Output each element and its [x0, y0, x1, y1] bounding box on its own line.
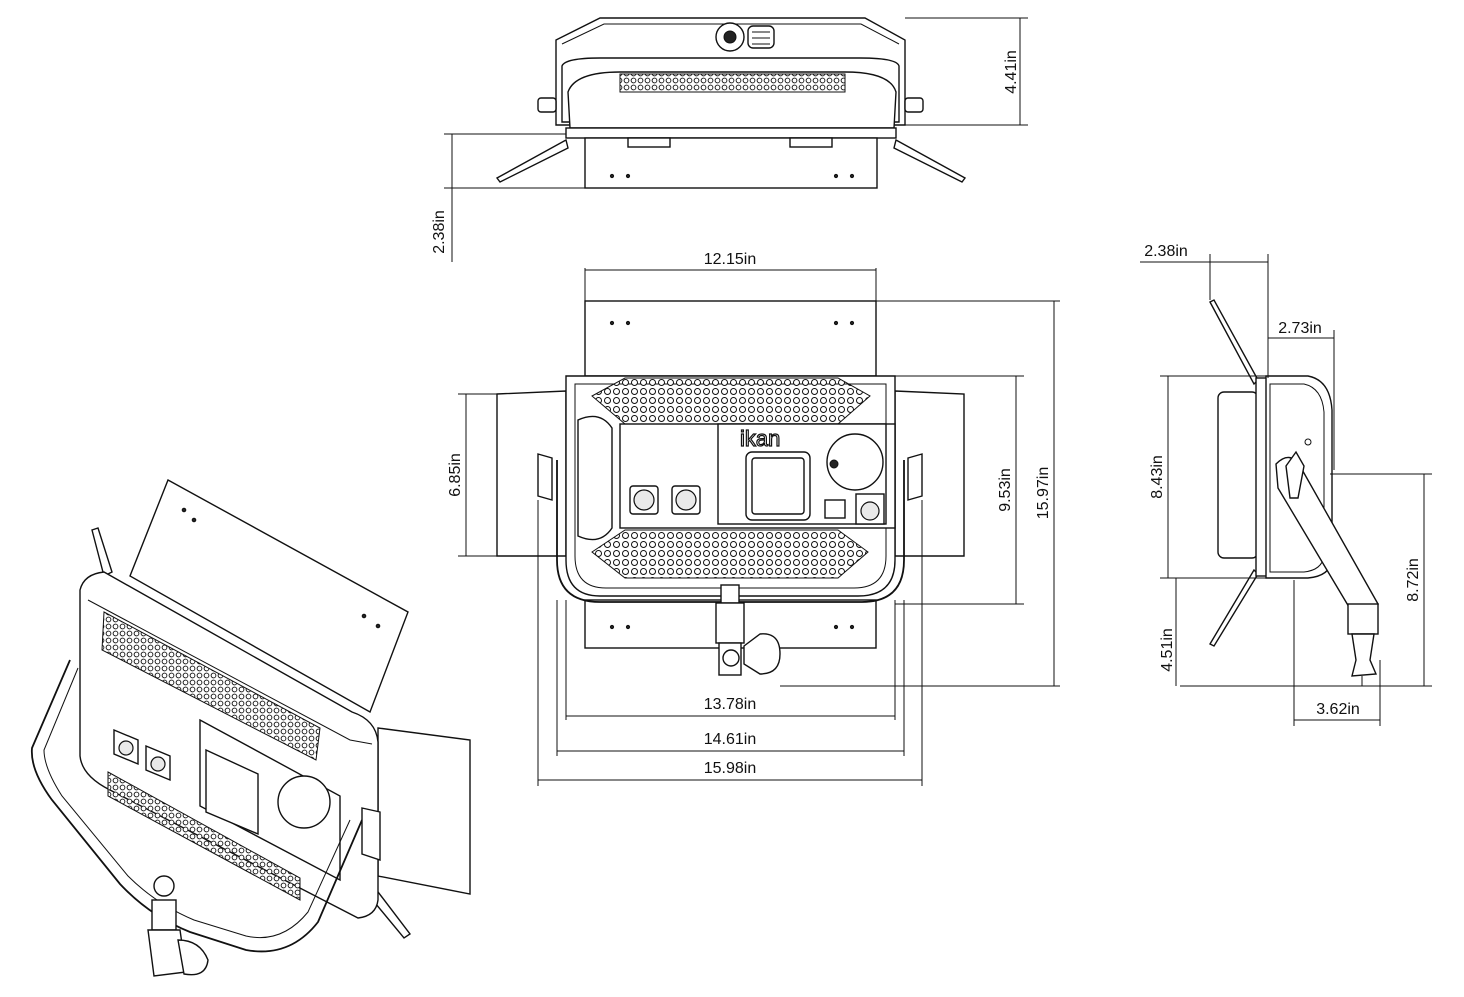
side-view — [1140, 254, 1432, 726]
dim-side-yoke-height: 8.72in — [1405, 558, 1422, 602]
top-view — [444, 17, 1028, 262]
isometric-view — [30, 479, 471, 977]
dim-side-mount-height: 4.51in — [1159, 628, 1176, 672]
dim-front-body-height: 9.53in — [997, 468, 1014, 512]
dim-side-body-height: 8.43in — [1149, 455, 1166, 499]
dim-front-top-door-width: 12.15in — [704, 251, 757, 268]
dim-top-barndoor-depth: 2.38in — [431, 210, 448, 254]
dim-front-total-width: 15.98in — [704, 760, 757, 777]
dim-side-door-depth: 2.38in — [1144, 243, 1188, 260]
brand-logo: ikan — [740, 426, 780, 451]
dim-front-yoke-width: 14.61in — [704, 731, 757, 748]
dim-front-side-door-height: 6.85in — [447, 453, 464, 497]
dim-front-body-width: 13.78in — [704, 696, 757, 713]
dim-front-total-height: 15.97in — [1035, 467, 1052, 520]
dim-side-body-depth: 2.73in — [1278, 320, 1322, 337]
dim-top-height: 4.41in — [1003, 50, 1020, 94]
front-view: ikan — [458, 268, 1060, 786]
dim-side-yoke-depth: 3.62in — [1316, 701, 1360, 718]
